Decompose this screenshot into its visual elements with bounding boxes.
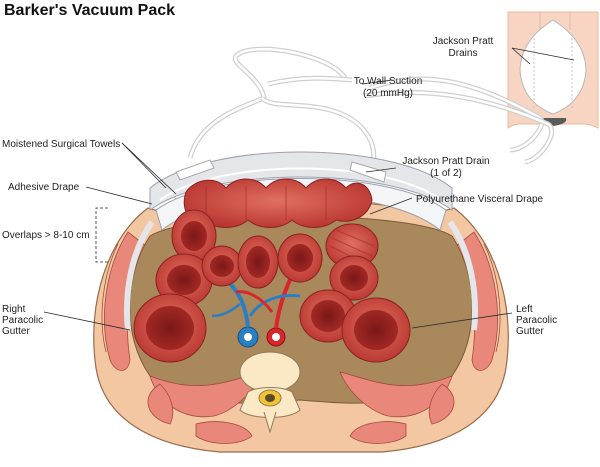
label-surgical-towels: Moistened Surgical Towels [2,139,120,150]
label-jp-drain-2: (1 of 2) [430,168,462,179]
label-visceral-drape: Polyurethane Visceral Drape [416,194,544,205]
suction-tubing [187,46,555,171]
bowel-loops [133,178,411,363]
labels: Jackson Pratt Drains To Wall Suction (20… [2,36,557,337]
label-left-gutter-2: Paracolic [516,315,557,326]
leader-lines [43,79,513,331]
torso-inset [507,11,599,129]
diagram-title: Barker's Vacuum Pack [4,2,175,19]
label-right-gutter-2: Paracolic [2,315,43,326]
label-wall-suction-2: (20 mmHg) [363,88,413,99]
label-left-gutter-1: Left [516,304,533,315]
label-left-gutter-3: Gutter [516,326,544,337]
label-jp-drains-2: Drains [449,48,478,59]
label-adhesive-drape: Adhesive Drape [8,182,80,193]
label-overlaps: Overlaps > 8-10 cm [2,230,90,241]
label-jp-drain-1: Jackson Pratt Drain [402,156,489,167]
label-jp-drains-1: Jackson Pratt [433,36,494,47]
label-right-gutter-3: Gutter [2,326,30,337]
label-wall-suction-1: To Wall Suction [354,76,423,87]
label-right-gutter-1: Right [2,304,26,315]
